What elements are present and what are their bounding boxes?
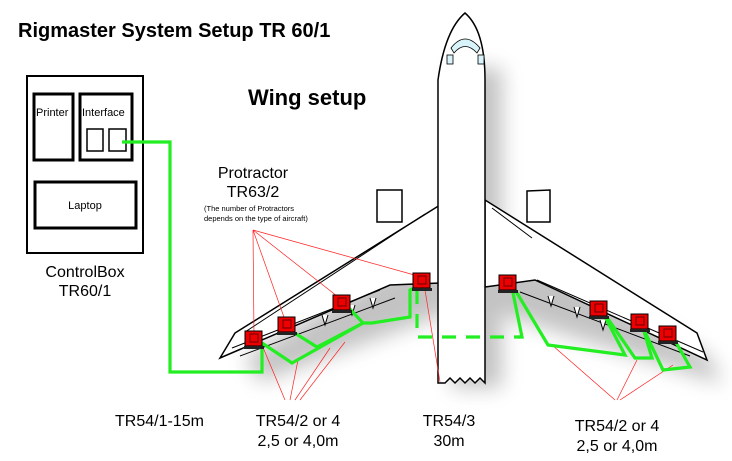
cockpit-window	[450, 38, 481, 54]
left-engine	[376, 189, 403, 223]
cable-label-center-2: 30m	[433, 433, 464, 450]
protractor-unit	[588, 300, 610, 320]
diagram-subtitle: Wing setup	[248, 85, 366, 110]
printer-label: Printer	[36, 107, 69, 119]
cable-label-center-1: TR54/3	[423, 413, 476, 430]
protractor-unit	[243, 330, 265, 350]
controlbox-name: ControlBox	[45, 264, 124, 281]
protractor-unit	[411, 272, 433, 292]
laptop-box	[33, 180, 138, 230]
right-engine	[526, 189, 551, 223]
cable-label-left-1: TR54/2 or 4	[256, 413, 341, 430]
protractor-unit	[629, 313, 651, 333]
interface-label: Interface	[82, 107, 125, 119]
cable-label-left-2: 2,5 or 4,0m	[258, 433, 339, 450]
laptop-label: Laptop	[68, 200, 102, 212]
cable-label-right-1: TR54/2 or 4	[575, 418, 660, 435]
interface-port-1	[86, 128, 104, 152]
protractor-title: Protractor	[218, 165, 289, 182]
cables	[122, 140, 693, 374]
diagram-title: Rigmaster System Setup TR 60/1	[18, 20, 330, 42]
cable-label-right-2: 2,5 or 4,0m	[577, 438, 658, 455]
control-box: Printer Interface Laptop ControlBox TR60…	[26, 75, 144, 300]
controlbox-model: TR60/1	[59, 283, 112, 300]
protractor-note-2: depends on the type of aircraft)	[204, 214, 308, 223]
cable-labels: TR54/1-15m TR54/2 or 4 2,5 or 4,0m TR54/…	[115, 413, 659, 455]
protractor-unit	[276, 316, 298, 336]
protractor-label: Protractor TR63/2 (The number of Protrac…	[204, 165, 308, 223]
protractor-note-1: (The number of Protractors	[204, 204, 294, 213]
right-cable-1	[512, 287, 628, 357]
main-cable	[122, 140, 264, 374]
protractor-unit	[657, 325, 679, 345]
protractor-unit	[331, 294, 353, 314]
interface-port-2	[108, 128, 127, 152]
fuselage	[437, 12, 486, 385]
cable-label-main: TR54/1-15m	[115, 413, 204, 430]
protractor-unit	[497, 274, 519, 294]
protractor-model: TR63/2	[227, 184, 280, 201]
printer-box	[32, 92, 75, 162]
